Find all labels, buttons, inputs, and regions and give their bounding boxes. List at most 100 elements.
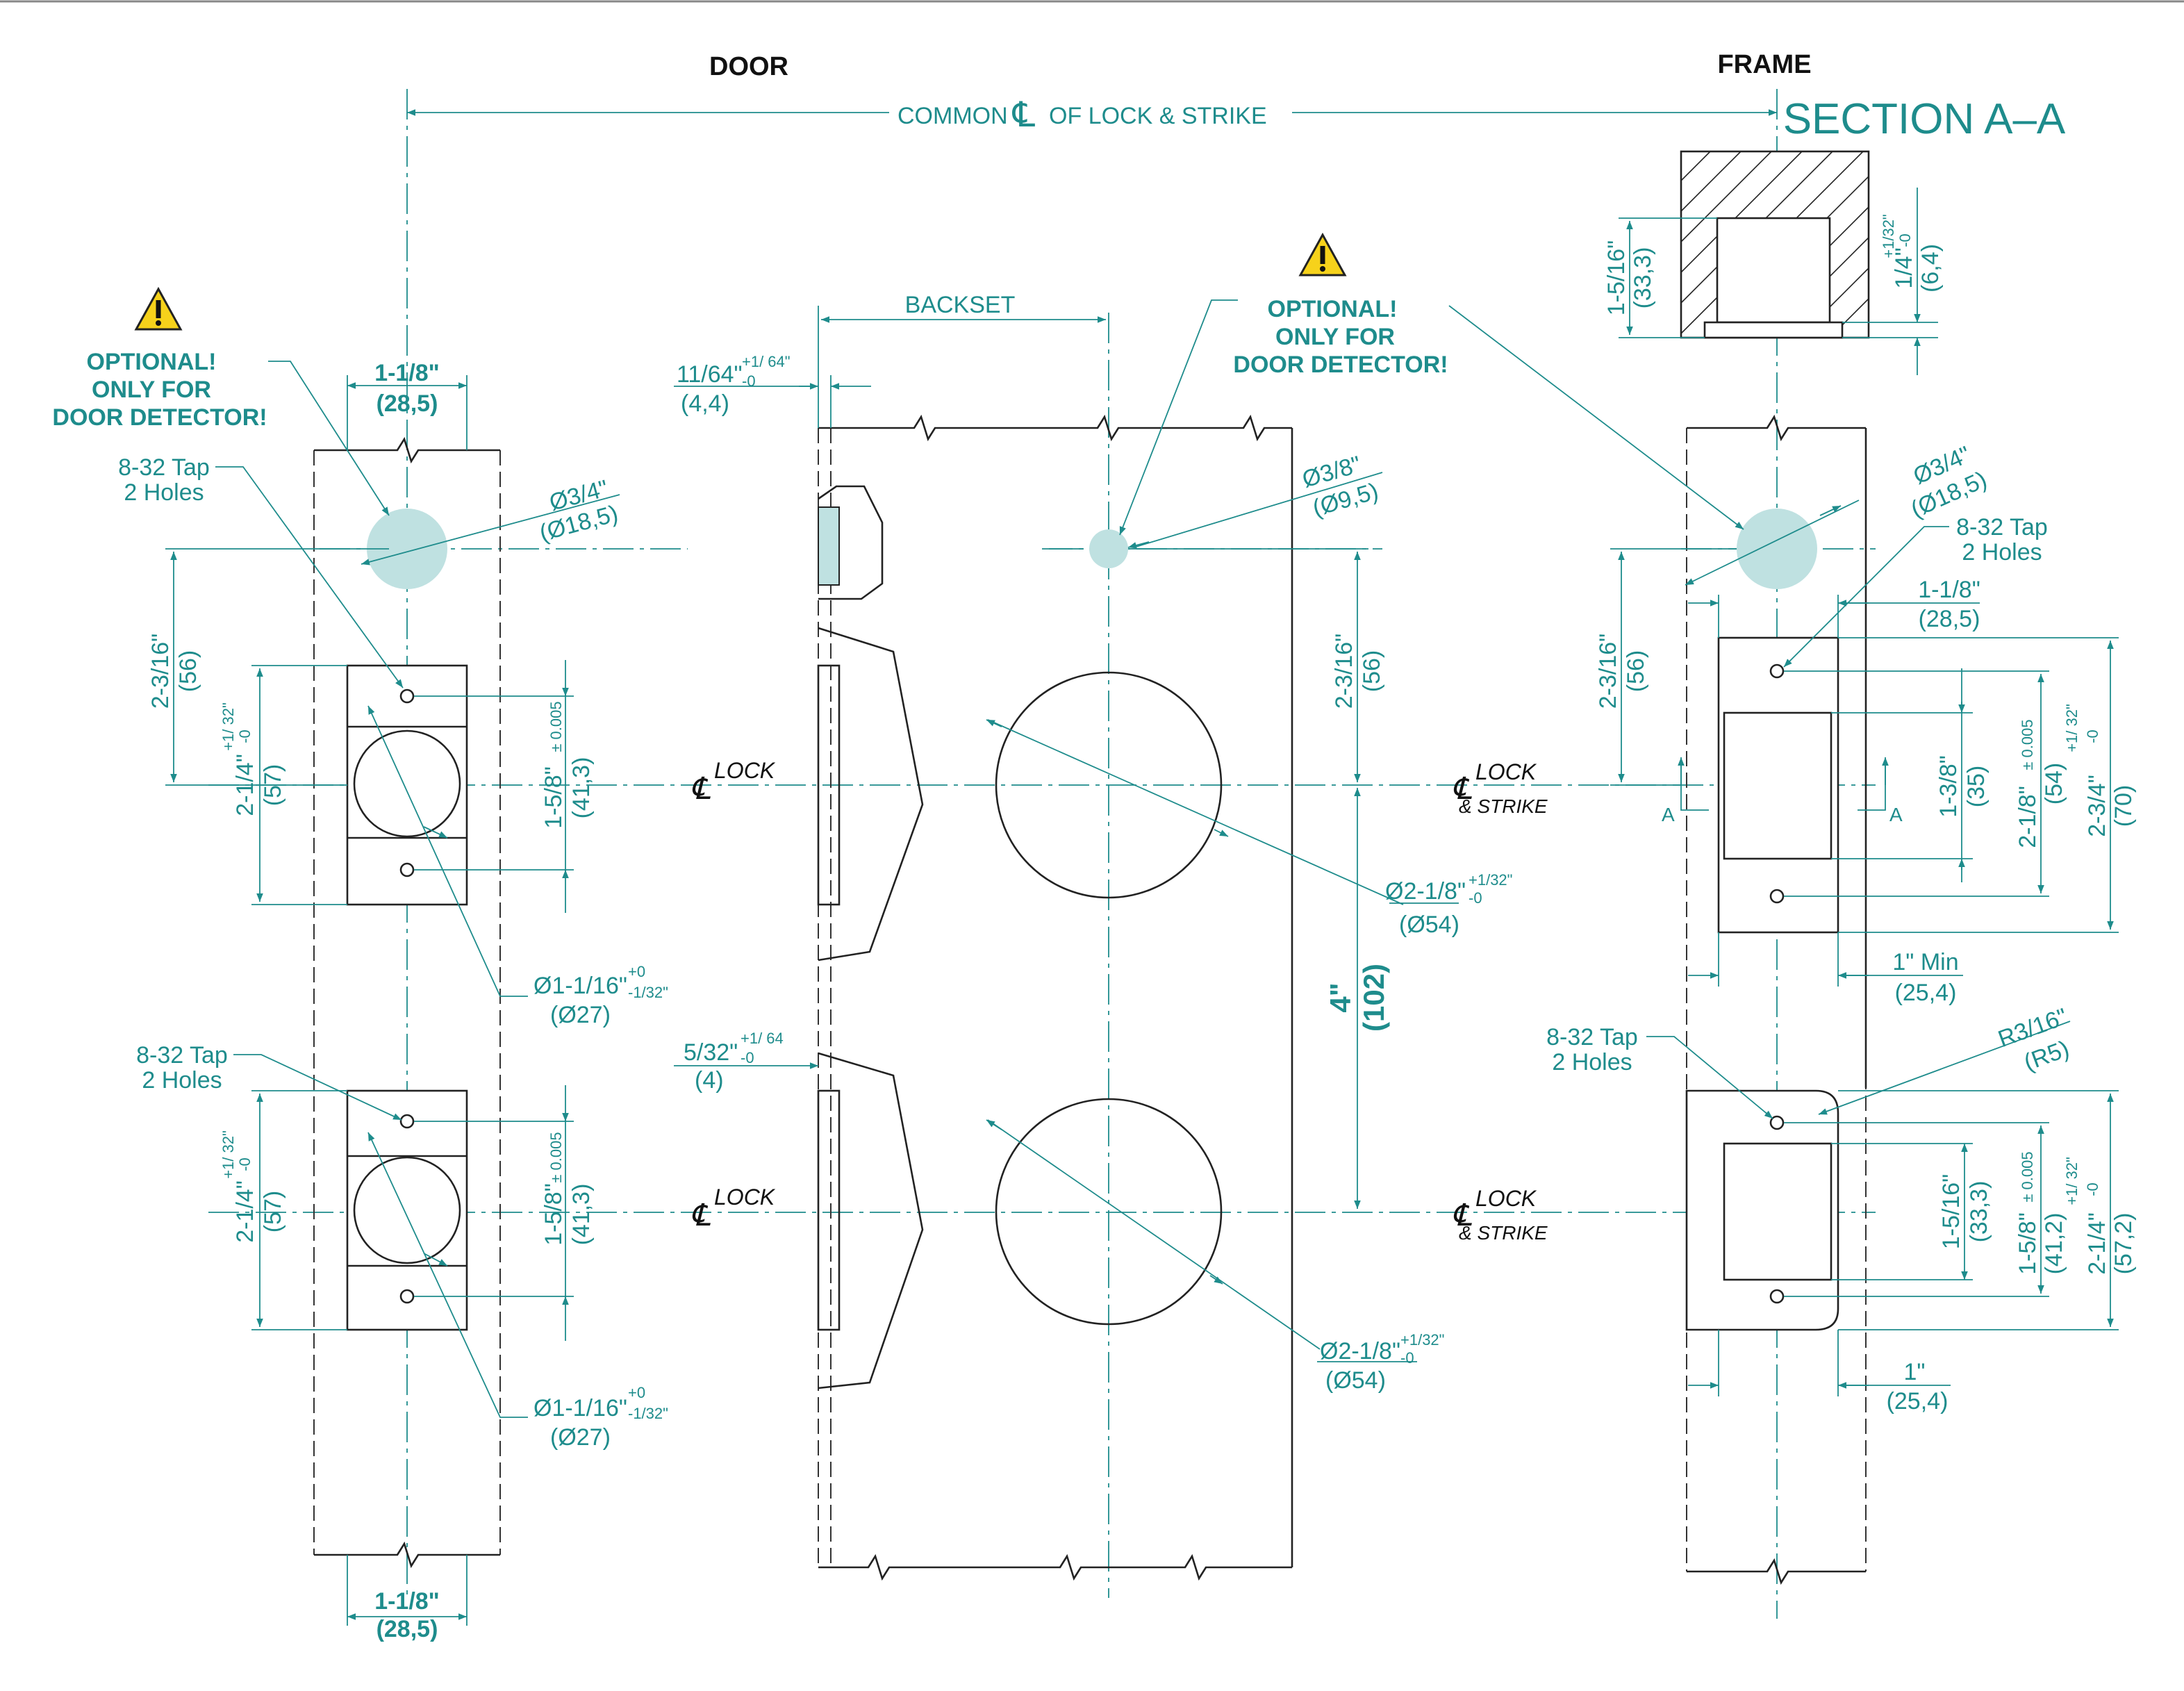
svg-text:& STRIKE: & STRIKE bbox=[1459, 1222, 1548, 1244]
section-lip: 1/4" bbox=[1891, 247, 1917, 288]
svg-text:LOCK: LOCK bbox=[714, 758, 776, 783]
center-warning-line2: ONLY FOR bbox=[1275, 324, 1395, 350]
edge-offset-upper-tol2: -0 bbox=[742, 372, 756, 390]
frame-plate-lower-mm: (57,2) bbox=[2110, 1213, 2137, 1275]
face-detector-offset: 2-3/16" bbox=[1331, 634, 1357, 709]
centerline-label-right-lower: ℄ LOCK & STRIKE bbox=[1452, 1186, 1548, 1244]
left-warning-line1: OPTIONAL! bbox=[87, 349, 217, 375]
frame-hole-spacing-lower-tol: ± 0.005 bbox=[2019, 1151, 2036, 1202]
frame-width-lower: 1" bbox=[1904, 1359, 1926, 1385]
left-tap-lower: 8-32 Tap bbox=[136, 1042, 228, 1069]
face-detector-offset-mm: (56) bbox=[1359, 650, 1385, 692]
frame-hole-spacing-upper-tol: ± 0.005 bbox=[2019, 719, 2036, 770]
left-tap-upper-holes: 2 Holes bbox=[124, 479, 204, 506]
section-lip-tol2: -0 bbox=[1896, 233, 1914, 247]
svg-text:℄: ℄ bbox=[1452, 772, 1472, 806]
left-door-edge-view bbox=[313, 436, 501, 1569]
face-bore-lower-mm: (Ø54) bbox=[1325, 1367, 1386, 1394]
warning-triangle-icon-center bbox=[1299, 233, 1346, 277]
detector-hole-frame bbox=[1737, 509, 1817, 589]
edge-offset-upper-tol1: +1/ 64" bbox=[742, 353, 791, 370]
left-hole-spacing-lower: 1-5/8" bbox=[540, 1183, 567, 1246]
frame-tap-lower: 8-32 Tap bbox=[1546, 1024, 1638, 1050]
face-bore-upper: Ø2-1/8" bbox=[1385, 878, 1466, 905]
frame-window-upper-mm: (35) bbox=[1963, 766, 1989, 807]
face-bore-upper-mm: (Ø54) bbox=[1399, 912, 1459, 938]
left-hole-spacing-upper-mm: (41,3) bbox=[568, 757, 595, 819]
edge-offset-lower-tol2: -0 bbox=[741, 1049, 754, 1066]
left-bore-upper-mm: (Ø27) bbox=[550, 1002, 611, 1028]
detector-hole-face bbox=[1089, 529, 1128, 568]
section-a-a-view bbox=[1680, 150, 1870, 339]
common-line-prefix: COMMON bbox=[897, 103, 1008, 129]
section-depth: 1-5/16" bbox=[1603, 240, 1630, 315]
left-plate-height-lower-tol2: -0 bbox=[236, 1157, 254, 1171]
left-bore-lower-tol1: +0 bbox=[628, 1384, 645, 1401]
door-heading: DOOR bbox=[709, 52, 788, 81]
frame-tap-upper-holes: 2 Holes bbox=[1962, 539, 2042, 566]
face-bore-upper-tol2: -0 bbox=[1469, 889, 1482, 907]
frame-hole-spacing-upper: 2-1/8" bbox=[2015, 786, 2041, 848]
frame-window-lower: 1-5/16" bbox=[1938, 1174, 1964, 1249]
section-lip-mm: (6,4) bbox=[1917, 244, 1944, 292]
face-bore-lower-tol2: -0 bbox=[1400, 1349, 1414, 1367]
left-hole-spacing-upper: 1-5/8" bbox=[540, 766, 567, 829]
section-mark-a-left: A bbox=[1662, 804, 1675, 825]
frame-width: 1-1/8" bbox=[1918, 577, 1980, 603]
left-hole-spacing-lower-tol: ± 0.005 bbox=[547, 1132, 565, 1182]
svg-text:& STRIKE: & STRIKE bbox=[1459, 795, 1548, 817]
frame-hole-spacing-lower-mm: (41,2) bbox=[2041, 1213, 2067, 1275]
frame-plate-lower-tol2: -0 bbox=[2084, 1182, 2101, 1196]
center-warning-line3: DOOR DETECTOR! bbox=[1233, 352, 1448, 378]
left-width-top-mm: (28,5) bbox=[377, 390, 438, 417]
left-detector-offset-mm: (56) bbox=[175, 650, 201, 692]
left-bore-upper-tol2: -1/32" bbox=[628, 984, 668, 1001]
left-bore-upper: Ø1-1/16" bbox=[533, 973, 627, 999]
frame-tap-lower-holes: 2 Holes bbox=[1552, 1049, 1632, 1075]
face-bore-lower: Ø2-1/8" bbox=[1320, 1338, 1400, 1364]
frame-plate-lower: 2-1/4" bbox=[2084, 1212, 2110, 1275]
frame-hole-spacing-lower: 1-5/8" bbox=[2015, 1212, 2041, 1275]
frame-width-lower-mm: (25,4) bbox=[1887, 1388, 1949, 1414]
frame-hole-spacing-upper-mm: (54) bbox=[2041, 763, 2067, 805]
svg-text:℄: ℄ bbox=[690, 772, 711, 806]
left-plate-height-upper: 2-1/4" bbox=[232, 754, 258, 816]
face-bore-upper-tol1: +1/32" bbox=[1469, 871, 1512, 889]
edge-offset-lower-mm: (4) bbox=[695, 1067, 724, 1094]
section-heading: SECTION A–A bbox=[1783, 95, 2066, 143]
frame-tap-upper: 8-32 Tap bbox=[1956, 514, 2048, 541]
face-spacing: 4" bbox=[1324, 982, 1357, 1012]
left-warning-line2: ONLY FOR bbox=[92, 377, 211, 403]
left-width-top: 1-1/8" bbox=[374, 360, 440, 386]
svg-text:LOCK: LOCK bbox=[1475, 759, 1537, 784]
face-bore-lower-tol1: +1/32" bbox=[1400, 1331, 1444, 1348]
common-line-suffix: OF LOCK & STRIKE bbox=[1049, 103, 1267, 129]
frame-min-width-mm: (25,4) bbox=[1895, 980, 1957, 1006]
frame-window-upper: 1-3/8" bbox=[1935, 755, 1962, 818]
centerline-label-right-upper: ℄ LOCK & STRIKE bbox=[1452, 759, 1548, 817]
left-tap-upper: 8-32 Tap bbox=[118, 454, 210, 481]
edge-offset-upper: 11/64" bbox=[677, 361, 743, 388]
edge-offset-upper-mm: (4,4) bbox=[681, 390, 729, 417]
left-detector-offset: 2-3/16" bbox=[147, 634, 174, 709]
door-face-view bbox=[817, 414, 1293, 1581]
face-spacing-mm: (102) bbox=[1357, 964, 1390, 1032]
svg-text:℄: ℄ bbox=[690, 1198, 711, 1232]
left-plate-height-lower-mm: (57) bbox=[260, 1191, 286, 1232]
left-plate-height-upper-tol2: -0 bbox=[236, 729, 254, 743]
left-bore-lower: Ø1-1/16" bbox=[533, 1395, 627, 1421]
centerline-label-left-lower: ℄ LOCK bbox=[690, 1185, 776, 1232]
left-bore-lower-mm: (Ø27) bbox=[550, 1424, 611, 1451]
center-warning-line1: OPTIONAL! bbox=[1268, 296, 1398, 322]
frame-detector-offset: 2-3/16" bbox=[1595, 634, 1621, 709]
frame-window-lower-mm: (33,3) bbox=[1966, 1181, 1992, 1243]
frame-detector-offset-mm: (56) bbox=[1623, 650, 1649, 692]
centerline-label-left-upper: ℄ LOCK bbox=[690, 758, 776, 806]
svg-text:LOCK: LOCK bbox=[714, 1185, 776, 1210]
frame-plate-lower-tol1: +1/ 32" bbox=[2063, 1157, 2080, 1205]
left-bore-lower-tol2: -1/32" bbox=[628, 1405, 668, 1422]
left-plate-height-lower: 2-1/4" bbox=[232, 1180, 258, 1243]
detector-hole-left bbox=[367, 509, 447, 589]
left-bore-upper-tol1: +0 bbox=[628, 963, 645, 980]
